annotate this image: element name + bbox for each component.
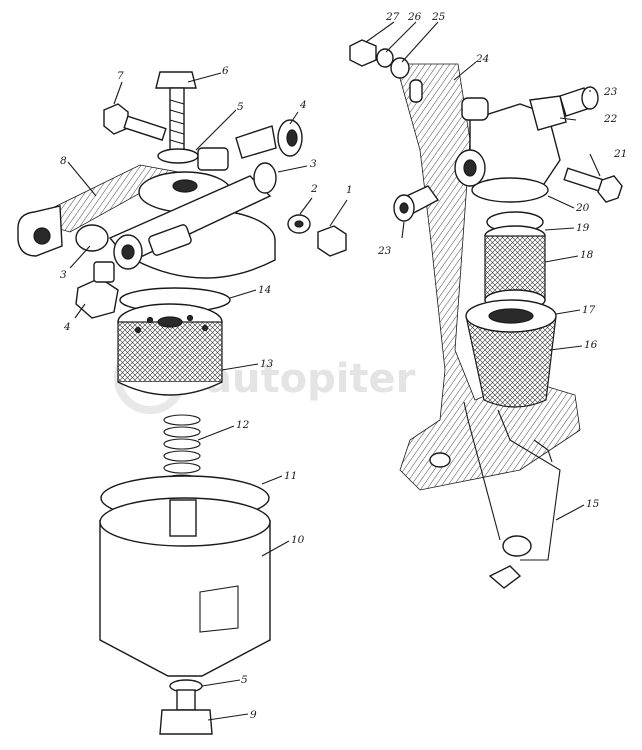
- callout-6: 6: [222, 65, 229, 77]
- callout-3-left: 3: [60, 269, 67, 281]
- callout-23-left: 23: [377, 245, 392, 257]
- sediment-bowl-16: [465, 299, 557, 408]
- callout-8: 8: [60, 155, 67, 167]
- bolt-6: [155, 71, 197, 151]
- watermark-text: autopiter: [205, 356, 416, 402]
- callout-23-upper: 23: [603, 86, 618, 98]
- leader-lines: [67, 21, 601, 721]
- washer-2-hole: [294, 220, 304, 228]
- callout-4-lower: 4: [63, 321, 71, 333]
- bolt-21: [563, 167, 623, 203]
- callout-13-left: 13: [260, 358, 274, 370]
- filter-head-body: [17, 147, 277, 279]
- callout-5-top: 5: [237, 101, 244, 113]
- nut-27: [349, 39, 377, 67]
- callout-21: 21: [613, 148, 627, 160]
- callout-25: 25: [431, 11, 446, 23]
- callout-labels: 1 2 3 3 4 4 5 5 6 7 8 9 10 11 12 13 14 1…: [60, 11, 627, 721]
- clamp-15: [463, 401, 561, 589]
- callout-9: 9: [250, 709, 257, 721]
- callout-10: 10: [291, 534, 305, 546]
- callout-7: 7: [117, 70, 124, 82]
- callout-24: 24: [475, 53, 489, 65]
- elbow-fitting-4-lower: [75, 261, 119, 319]
- filter-element-13: [117, 303, 223, 396]
- callout-19: 19: [576, 222, 590, 234]
- callout-26: 26: [407, 11, 422, 23]
- elbow-fitting-4-upper: [235, 119, 303, 159]
- nut-1: [317, 225, 347, 257]
- callout-18: 18: [580, 249, 594, 261]
- washer-5-top: [157, 148, 199, 164]
- callout-17: 17: [582, 304, 596, 316]
- union-23-upper: [559, 86, 599, 117]
- filter-element-18: [484, 225, 546, 311]
- spring-12: [163, 414, 201, 486]
- callout-27: 27: [385, 11, 400, 23]
- callout-1: 1: [346, 184, 353, 196]
- callout-20: 20: [575, 202, 590, 214]
- callout-16: 16: [584, 339, 598, 351]
- callout-15: 15: [586, 498, 600, 510]
- callout-2: 2: [310, 183, 318, 195]
- washer-26: [376, 48, 394, 68]
- callout-11: 11: [284, 470, 297, 482]
- callout-5-bottom: 5: [241, 674, 248, 686]
- washer-25: [390, 57, 410, 79]
- callout-22: 22: [603, 113, 618, 125]
- drain-plug-9: [159, 689, 213, 735]
- callout-4-upper: 4: [299, 99, 307, 111]
- bowl-10: [99, 497, 271, 677]
- union-23-left: [393, 185, 440, 222]
- filter-head-20: [454, 95, 567, 203]
- callout-14: 14: [258, 284, 271, 296]
- callout-3-right: 3: [310, 158, 317, 170]
- bolt-7: [103, 103, 167, 141]
- callout-12: 12: [236, 419, 250, 431]
